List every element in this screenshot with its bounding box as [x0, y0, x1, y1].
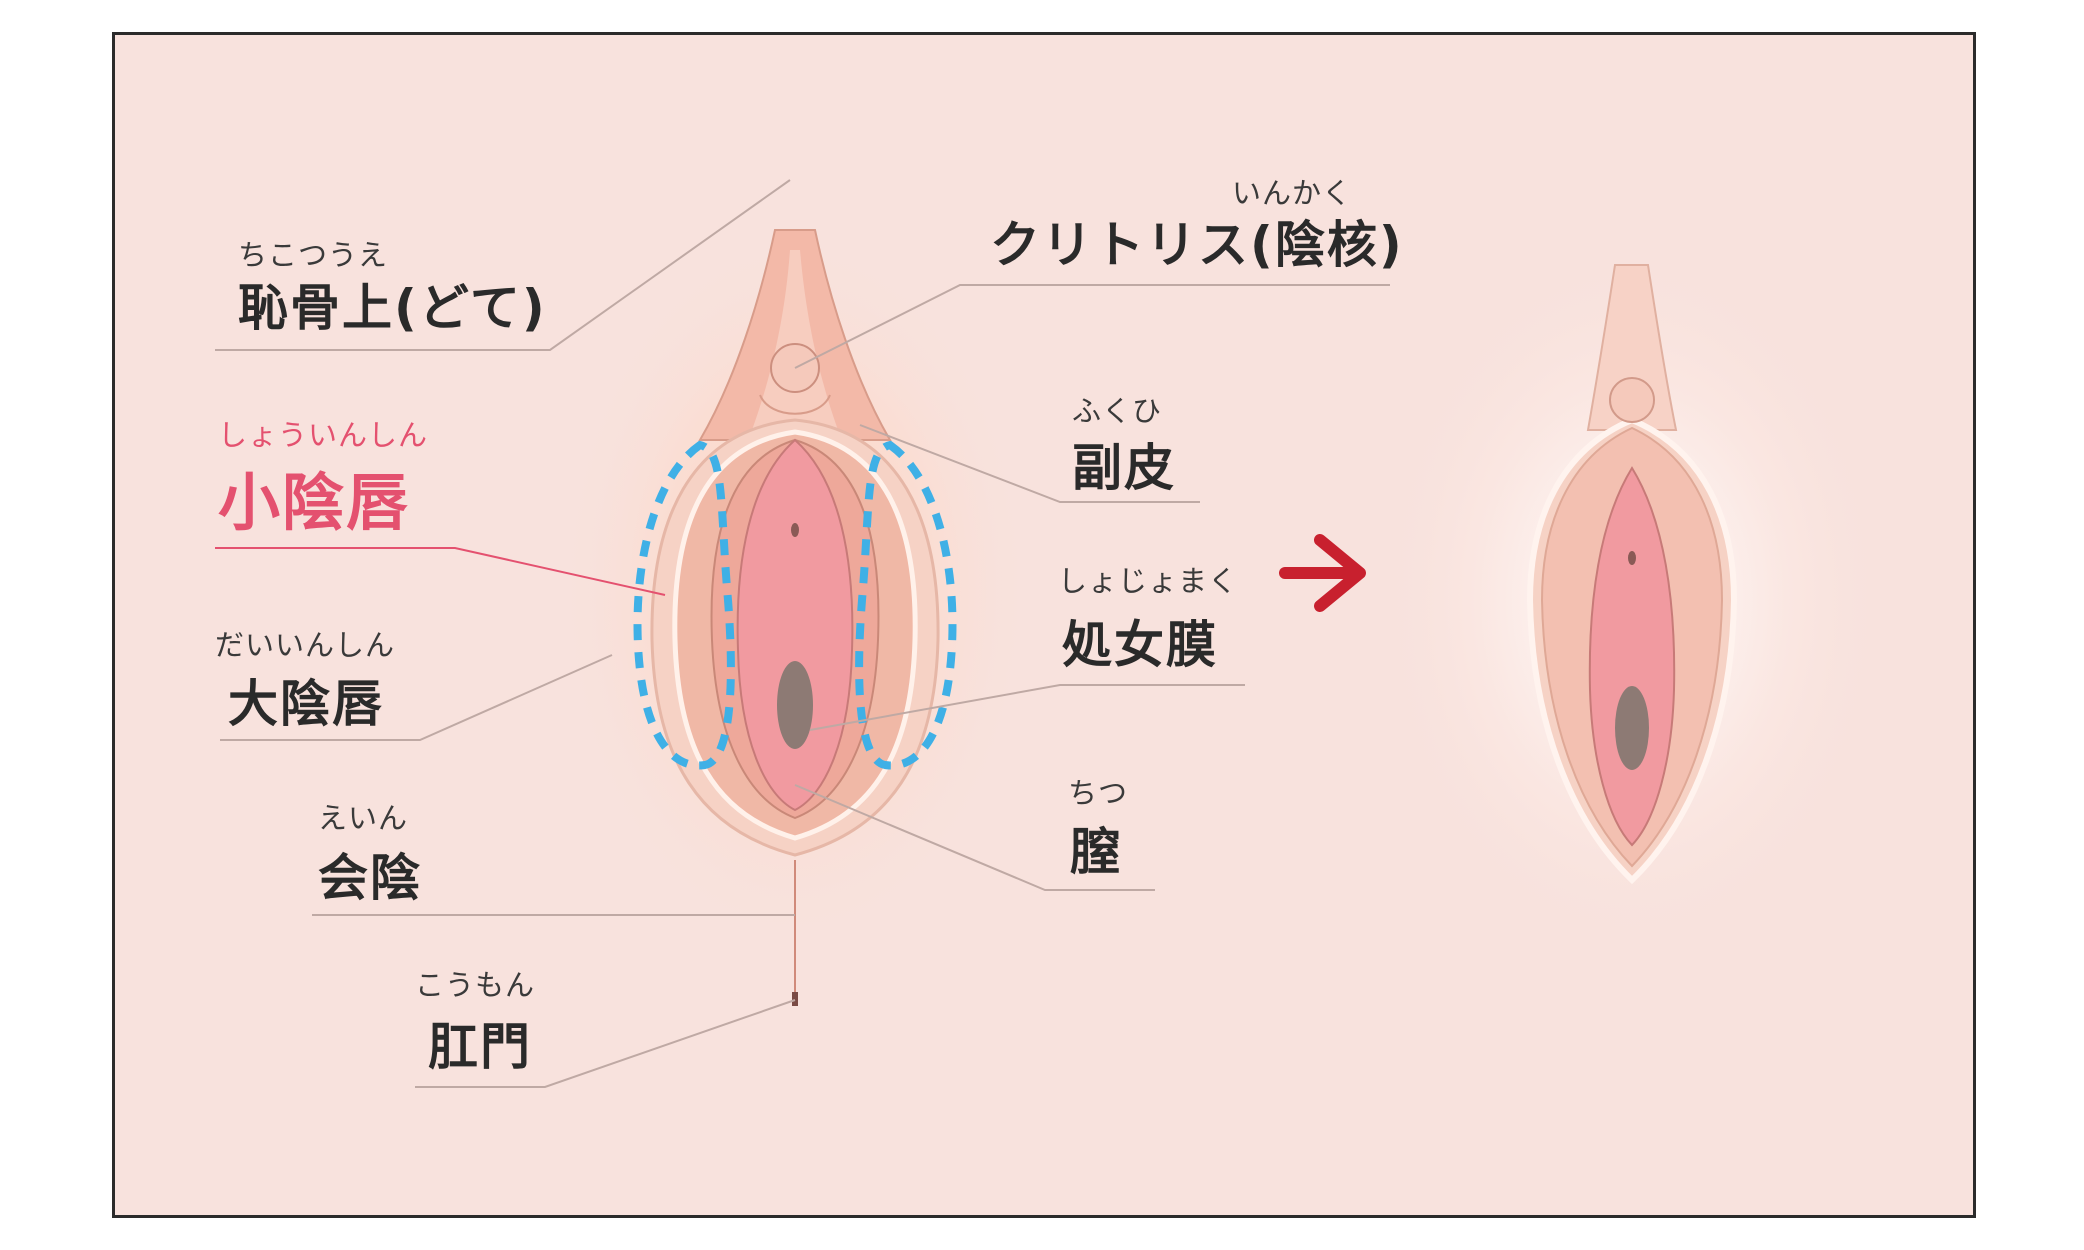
- prepuce-ruby: ふくひ: [1072, 394, 1163, 428]
- clitoris-ruby: いんかく: [1232, 176, 1353, 210]
- mons-label: 恥骨上(どて): [238, 279, 547, 337]
- hymen-label: 処女膜: [1062, 616, 1218, 674]
- hymen-ruby: しょじょまく: [1058, 564, 1239, 598]
- vaginal-opening-left: [777, 661, 813, 749]
- anus-label: 肛門: [428, 1018, 532, 1076]
- dashed-outline-right: [855, 440, 957, 770]
- perineum-label: 会陰: [318, 849, 422, 907]
- leader-prepuce: [859, 424, 1200, 503]
- leader-clitoris: [794, 284, 1390, 369]
- right-arrow: [1279, 534, 1366, 612]
- leader-hymen: [809, 684, 1245, 731]
- labia-minora-label: 小陰唇: [218, 466, 411, 539]
- vagina-ruby: ちつ: [1068, 776, 1129, 810]
- labia-majora-ruby: だいいんしん: [215, 628, 396, 662]
- labia-majora-label: 大陰唇: [228, 675, 384, 733]
- anus-ruby: こうもん: [415, 968, 536, 1002]
- clitoris-label: クリトリス(陰核): [990, 216, 1404, 274]
- vagina-label: 膣: [1070, 823, 1122, 881]
- leader-anus: [415, 999, 796, 1088]
- mons-fold-right: [1586, 264, 1678, 431]
- leader-vagina: [794, 784, 1155, 891]
- prepuce-label: 副皮: [1072, 439, 1176, 497]
- leader-labia-minora: [215, 547, 666, 596]
- vaginal-opening-right: [1615, 686, 1649, 770]
- mons-ruby: ちこつうえ: [238, 238, 389, 272]
- dashed-outline-left: [633, 440, 735, 770]
- clitoris-shape-right: [1609, 377, 1655, 423]
- leader-mons: [215, 179, 791, 351]
- leader-labia-majora: [220, 654, 613, 741]
- vestibule-right: [1588, 466, 1676, 847]
- labia-minora-ruby: しょういんしん: [218, 418, 429, 452]
- perineum-ruby: えいん: [318, 801, 409, 835]
